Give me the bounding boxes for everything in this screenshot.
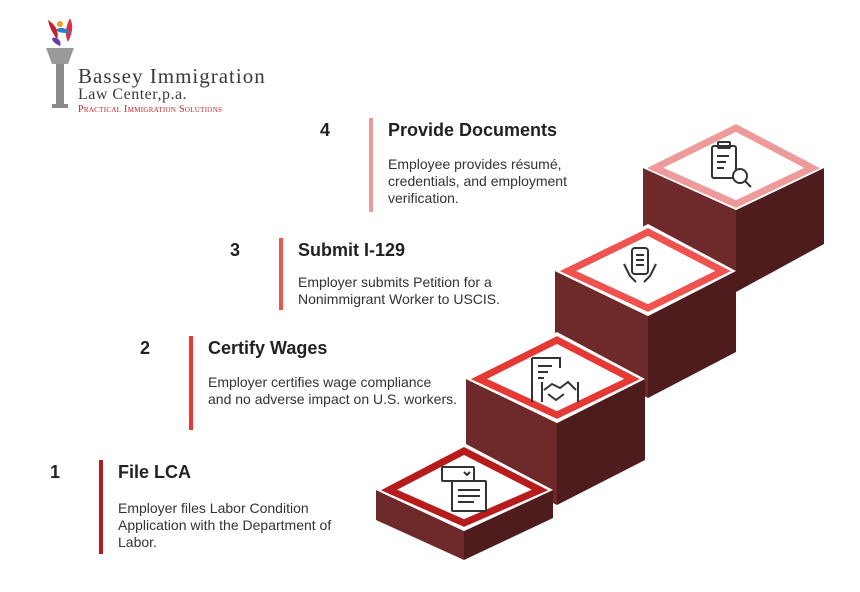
logo-firm-name: Bassey Immigration: [78, 64, 266, 88]
logo: Bassey Immigration Law Center,p.a. Pract…: [40, 16, 340, 116]
logo-tagline: Practical Immigration Solutions: [78, 104, 223, 115]
step-2-description: Employer certifies wage compliance and n…: [208, 374, 458, 407]
step-2-accent-bar: [189, 336, 193, 430]
contract-handshake-icon: [531, 357, 579, 402]
step-1-accent-bar: [99, 460, 103, 554]
step-3-accent-bar: [279, 238, 283, 310]
stair-step-3: [555, 224, 736, 398]
hands-holding-document-icon: [623, 247, 657, 283]
step-2-number: 2: [140, 338, 151, 358]
logo-firm-suffix: Law Center,p.a.: [78, 86, 188, 103]
step-1-description: Employer files Labor Condition Applicati…: [118, 500, 332, 550]
form-dropdown-icon: [441, 466, 487, 512]
clipboard-search-icon: [711, 141, 752, 188]
stair-step-2: [466, 332, 645, 505]
step-1-title: File LCA: [118, 462, 192, 482]
step-3-number: 3: [230, 240, 241, 260]
step-1-number: 1: [50, 462, 61, 482]
step-4-accent-bar: [369, 118, 373, 212]
stair-step-1: [376, 443, 553, 560]
step-2-title: Certify Wages: [208, 338, 328, 358]
step-4-description: Employee provides résumé, credentials, a…: [388, 156, 567, 206]
step-4-title: Provide Documents: [388, 120, 558, 140]
step-3-title: Submit I-129: [298, 240, 406, 260]
step-4-number: 4: [320, 120, 331, 140]
torch-logo-icon: [46, 18, 74, 108]
step-3-description: Employer submits Petition for a Nonimmig…: [298, 274, 501, 307]
